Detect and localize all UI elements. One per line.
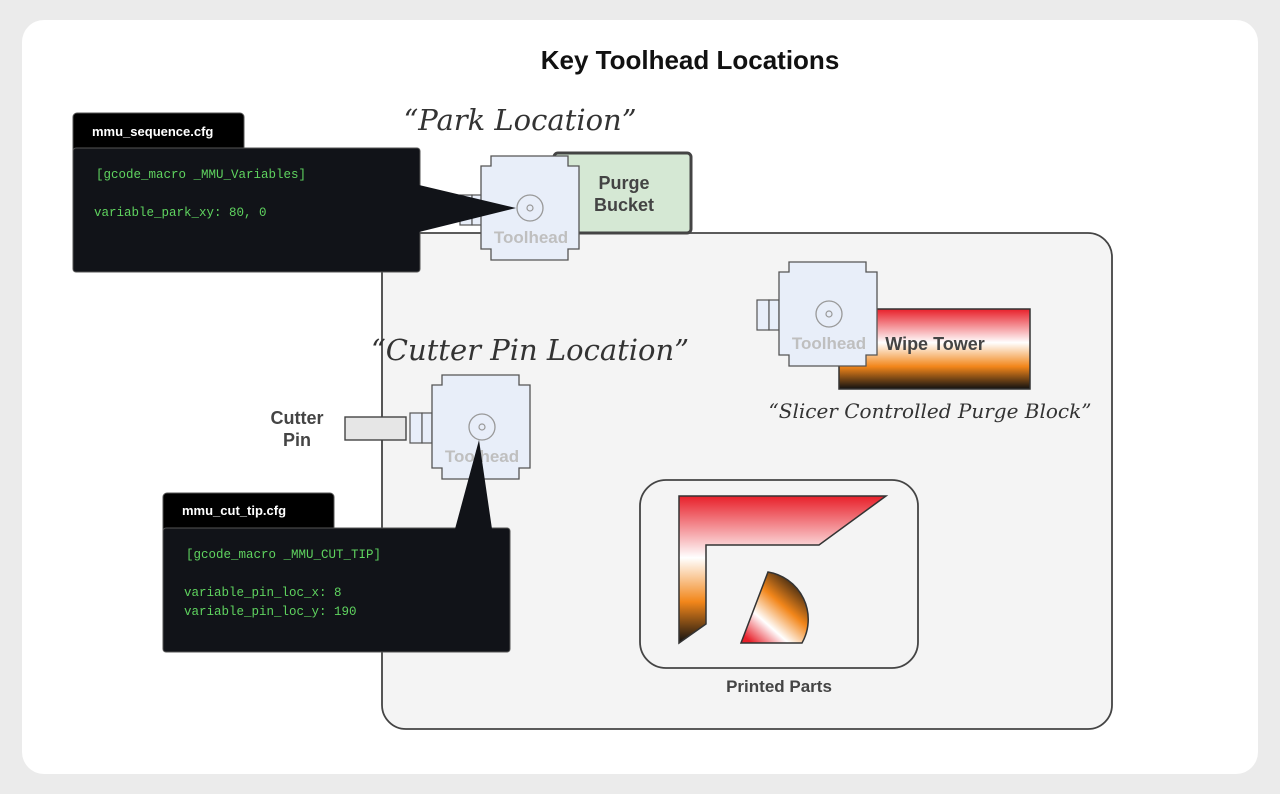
- toolhead-wipe: Toolhead: [756, 261, 878, 367]
- code-line: [gcode_macro _MMU_Variables]: [96, 168, 306, 182]
- park-location-label: “Park Location”: [403, 103, 636, 137]
- cutter-pin-location-label: “Cutter Pin Location”: [371, 333, 689, 367]
- toolhead-label: Toolhead: [445, 447, 519, 466]
- printed-parts-label: Printed Parts: [726, 677, 832, 696]
- code-line: variable_pin_loc_y: 190: [184, 605, 357, 619]
- toolhead-label: Toolhead: [494, 228, 568, 247]
- print-bed: [381, 232, 1113, 730]
- code-line: [gcode_macro _MMU_CUT_TIP]: [186, 548, 381, 562]
- cutter-pin-label-line2: Pin: [283, 430, 311, 450]
- callout-pointer: [419, 185, 516, 232]
- toolhead-target-icon: [468, 413, 496, 441]
- toolhead-cutter: Toolhead: [409, 374, 531, 480]
- cutter-pin: [344, 416, 407, 441]
- printed-parts-frame: [639, 479, 919, 669]
- wipe-tower-label: Wipe Tower: [885, 334, 985, 354]
- toolhead-nozzle: [768, 299, 780, 331]
- cutter-pin-label-line1: Cutter: [271, 408, 324, 428]
- config-box-sequence: mmu_sequence.cfg [gcode_macro _MMU_Varia…: [72, 112, 516, 273]
- toolhead-nozzle: [409, 412, 423, 444]
- printed-part-l-shape: [678, 495, 889, 645]
- toolhead-nozzle: [756, 299, 770, 331]
- toolhead-label: Toolhead: [792, 334, 866, 353]
- purge-bucket-label-line1: Purge: [598, 173, 649, 193]
- toolhead-nozzle: [421, 412, 433, 444]
- code-line: variable_pin_loc_x: 8: [184, 586, 342, 600]
- diagram-title: Key Toolhead Locations: [541, 45, 840, 75]
- callout-pointer: [455, 440, 492, 529]
- file-tab-label: mmu_cut_tip.cfg: [182, 503, 286, 518]
- purge-bucket-label-line2: Bucket: [594, 195, 654, 215]
- code-panel: [162, 527, 511, 653]
- code-line: variable_park_xy: 80, 0: [94, 206, 267, 220]
- config-box-cut-tip: mmu_cut_tip.cfg [gcode_macro _MMU_CUT_TI…: [162, 440, 511, 653]
- slicer-purge-block-label: “Slicer Controlled Purge Block”: [769, 399, 1092, 423]
- printed-part-wedge: [739, 571, 809, 644]
- toolhead-target-icon: [815, 300, 843, 328]
- toolhead-target-icon: [516, 194, 544, 222]
- file-tab-label: mmu_sequence.cfg: [92, 124, 213, 139]
